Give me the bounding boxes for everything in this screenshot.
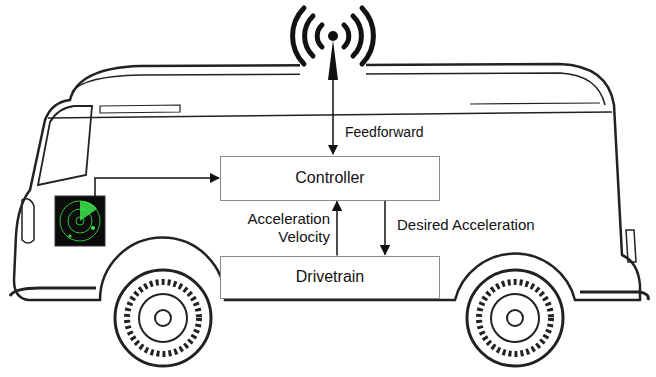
signal-arrow (384, 201, 386, 255)
box-label: Controller (295, 169, 364, 187)
edge-label: Acceleration Velocity (222, 210, 330, 246)
process-box: Controller (220, 156, 440, 201)
process-box: Drivetrain (220, 256, 440, 299)
box-label: Drivetrain (296, 268, 364, 286)
antenna-icon (293, 2, 374, 110)
signal-label: Feedforward (345, 124, 424, 141)
radar-arrow (95, 178, 219, 196)
radar-icon (55, 196, 105, 246)
feedforward-arrow (332, 108, 334, 154)
signal-arrow (336, 202, 338, 256)
edge-label: Desired Acceleration (397, 216, 567, 234)
